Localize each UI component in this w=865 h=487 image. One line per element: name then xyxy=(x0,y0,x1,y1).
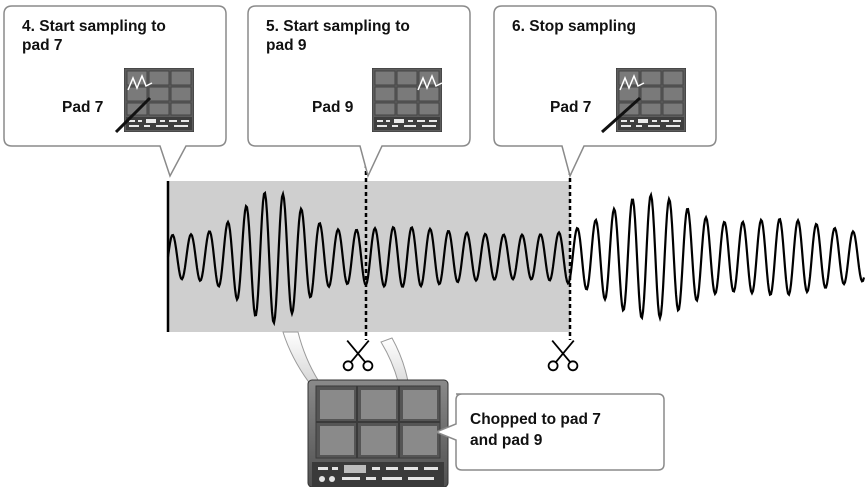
result-line2: and pad 9 xyxy=(470,432,543,449)
sampled-region xyxy=(168,181,570,332)
callout-start-pad7: 4. Start sampling to pad 7 Pad 7 xyxy=(3,5,227,178)
callout-stop-sampling: 6. Stop sampling Pad 7 xyxy=(493,5,717,179)
result-line1: Chopped to pad 7 xyxy=(470,411,601,428)
callout-chopped-result: Chopped to pad 7 and pad 9 xyxy=(433,393,665,471)
callout-title-line1: 5. Start sampling to xyxy=(266,18,410,35)
callout-start-pad9: 5. Start sampling to pad 9 Pad 9 xyxy=(247,5,471,179)
pad-device-icon xyxy=(616,68,686,132)
drumstick-icon xyxy=(114,96,152,134)
pad-hit-icon xyxy=(127,74,153,91)
pad-device-icon xyxy=(124,68,194,132)
pad-hit-icon xyxy=(619,74,645,91)
pad-device-icon xyxy=(307,379,449,487)
audio-waveform xyxy=(166,189,865,327)
drumstick-icon xyxy=(600,96,642,134)
pad-label: Pad 7 xyxy=(550,99,591,116)
callout-title-line2: pad 7 xyxy=(22,37,62,54)
scissors-icon xyxy=(342,339,374,372)
callout-title-line1: 6. Stop sampling xyxy=(512,18,636,35)
pad-hit-icon xyxy=(417,74,443,91)
callout-title-line2: pad 9 xyxy=(266,37,307,54)
callout-title-line1: 4. Start sampling to xyxy=(22,18,166,35)
pad-label: Pad 7 xyxy=(62,99,103,116)
pad-label: Pad 9 xyxy=(312,99,354,116)
scissors-icon xyxy=(547,339,579,372)
